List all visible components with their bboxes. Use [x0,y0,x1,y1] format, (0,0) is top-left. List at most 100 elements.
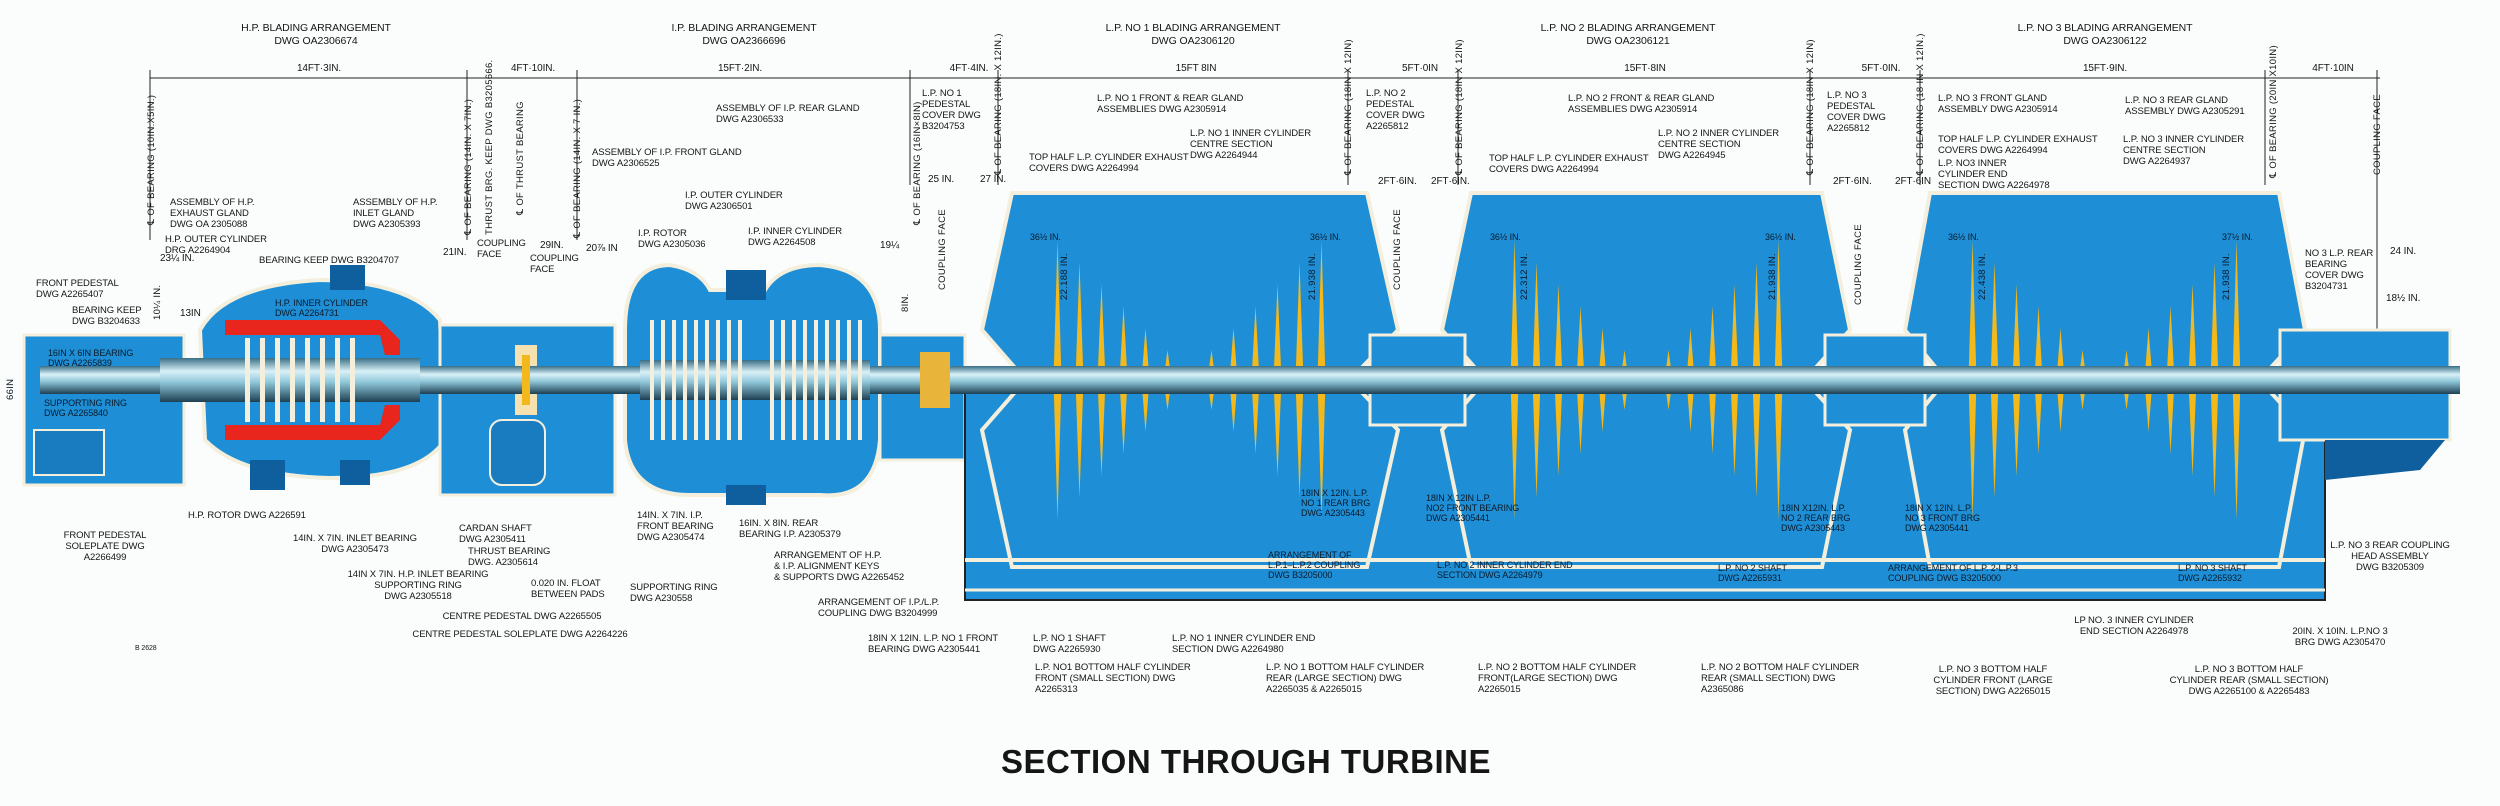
callout-inlet-bearing: 14in. x 7in. INLET BEARING DWG A2305473 [293,533,417,555]
callout-lp2-exhaust-covers: TOP HALF L.P. CYLINDER EXHAUST COVERS DW… [1489,153,1649,175]
blade [2210,380,2219,498]
callout-ip-front-bearing: 14in. x 7in. I.P. FRONT BEARING DWG A230… [637,510,714,543]
label-front-bearing: 16in x 6in BEARING DWG A2265839 [48,348,134,368]
callout-supporting-ring: SUPPORTING RING DWG A230558 [630,582,718,604]
blade [1510,380,1519,520]
ip-blade [672,320,676,440]
label-lp3-shaft: L.P. No 3 SHAFT DWG A2265932 [2178,563,2247,583]
blade [2166,306,2175,380]
dimension-label: 5ft·0in [1402,63,1438,74]
ip-blade [650,320,654,440]
ip-blade [814,320,818,440]
callout-rear-coupling-head: L.P. No 3 REAR COUPLING HEAD ASSEMBLY DW… [2330,540,2450,573]
callout-coupling-face: COUPLING FACE [530,253,579,275]
bearing-centreline-label: ℄ OF BEARING (14in. x 7in.) [463,98,474,235]
callout-inlet-supporting-ring: 14in x 7in. H.P. INLET BEARING SUPPORTIN… [347,569,489,602]
blade [1990,380,1999,498]
label-lp2-inner-end: L.P. No 2 INNER CYLINDER END SECTION DWG… [1437,560,1573,580]
dimension-label: 25 in. [928,174,955,185]
callout-lp3-bottom-front: L.P. No 3 BOTTOM HALF CYLINDER FRONT (LA… [1933,664,2053,697]
callout-lp1-exhaust-covers: TOP HALF L.P. CYLINDER EXHAUST COVERS DW… [1029,152,1189,174]
dimension-label: 15ft·2in. [717,63,763,74]
inner-dimension: 21.938 in. [1307,253,1318,300]
callout-lp3-inner-cylinder: L.P. No 3 INNER CYLINDER CENTRE SECTION … [2123,134,2244,167]
ip-blade [792,320,796,440]
blade [1990,262,1999,380]
blade [1295,380,1304,498]
lp-base [964,379,2326,601]
inner-dimension: 36½ in. [1765,232,1796,242]
callout-ip-rear-bearing: 16in. x 8in. REAR BEARING I.P. A2305379 [739,518,841,540]
lp3-blading-header: L.P. No 3 BLADING ARRANGEMENT DWG OA2306… [2017,22,2193,47]
dimension-label: 13in [180,308,201,319]
drawing-reference: B 2628 [135,645,157,652]
inner-dimension: 37½ in. [2222,232,2253,242]
callout-coupling-face: COUPLING FACE [477,238,526,260]
coupling-face-label: COUPLING FACE [2372,94,2383,175]
callout-lp3-front-gland: L.P. No 3 FRONT GLAND ASSEMBLY DWG A2305… [1938,93,2058,115]
hp-blade [245,338,250,422]
label-hp-inner-cylinder: H.P. INNER CYLINDER DWG A2264731 [275,298,368,318]
ip-blade [683,320,687,440]
ip-blade [661,320,665,440]
dimension-label: 15ft 8in [1175,63,1217,74]
callout-lp3-inner-end-section: LP No. 3 INNER CYLINDER END SECTION A226… [2074,615,2194,637]
blade [1295,262,1304,380]
callout-front-pedestal: FRONT PEDESTAL DWG A2265407 [36,278,119,300]
blade [1708,306,1717,380]
callout-ip-outer-cylinder: I.P. OUTER CYLINDER DWG A2306501 [685,190,783,212]
ip-lp-coupling [920,352,950,408]
blade [1774,240,1783,380]
hp-blade [335,338,340,422]
blade [1273,380,1282,476]
ip-blading-header: I.P. BLADING ARRANGEMENT DWG OA2366696 [671,22,817,47]
ip-blade [770,320,774,440]
callout-lp1-glands: L.P. No 1 FRONT & REAR GLAND ASSEMBLIES … [1097,93,1244,115]
bearing-centreline-label: ℄ OF BEARING (18in x 12in) [1805,39,1816,175]
callout-lp1-front-bearing: 18in x 12in. L.P. No 1 FRONT BEARING DWG… [868,633,999,655]
callout-ip-front-gland: ASSEMBLY OF I.P. FRONT GLAND DWG A230652… [592,147,742,169]
lp2-blading-header: L.P. No 2 BLADING ARRANGEMENT DWG OA2306… [1540,22,1716,47]
blade [1968,380,1977,520]
dimension-label: 21in. [443,247,467,258]
dimension-label: 15ft·9in. [2082,63,2128,74]
callout-alignment-keys: ARRANGEMENT OF H.P. & I.P. ALIGNMENT KEY… [774,550,905,583]
blade [1273,284,1282,380]
dimension-label: 24 in. [2390,246,2417,257]
inner-dimension: 36½ in. [1948,232,1979,242]
label-supporting-ring: SUPPORTING RING DWG A2265840 [44,398,127,418]
ip-blade [847,320,851,440]
ip-blade [694,320,698,440]
blade [2012,284,2021,380]
callout-hp-outer-cylinder: H.P. OUTER CYLINDER DRG A2264904 [165,234,267,256]
label-lp1-rear-brg: 18in x 12in. L.P. No 1 REAR BRG DWG A230… [1301,488,1371,518]
cardan-shaft [522,355,530,405]
callout-lp2-bottom-front: L.P. No 2 BOTTOM HALF CYLINDER FRONT(LAR… [1478,662,1637,695]
ip-blade [781,320,785,440]
blade [1774,380,1783,520]
coupling-face-label: COUPLING FACE [937,209,948,290]
hp-blade [275,338,280,422]
blade [1554,284,1563,380]
callout-thrust-bearing: THRUST BEARING DWG. A2305614 [468,546,551,568]
callout-lp3-pedestal-cover: L.P. No 3 PEDESTAL COVER DWG A2265812 [1827,90,1886,134]
dimension-label: 4ft·10in. [510,63,556,74]
ip-blade [716,320,720,440]
inner-dimension: 36½ in. [1310,232,1341,242]
callout-lp3-bearing: 20in. x 10in. L.P.No 3 BRG DWG A2305470 [2292,626,2388,648]
inner-dimension: 21.938 in. [1767,253,1778,300]
callout-lp1-bottom-rear: L.P. No 1 BOTTOM HALF CYLINDER REAR (LAR… [1266,662,1425,695]
blade [1510,240,1519,380]
blade [1075,262,1084,380]
blade [2034,380,2043,454]
thrust-keep-label: THRUST BRG. KEEP DWG B3205666. [484,59,495,236]
blade [2188,284,2197,380]
blade [1576,380,1585,454]
blade [1730,284,1739,380]
dimension-label: 20⅞ in [586,243,618,254]
callout-lp1-inner-cylinder: L.P. No 1 INNER CYLINDER CENTRE SECTION … [1190,128,1311,161]
label-lp2-rear-brg: 18in x12in. L.P. No 2 REAR BRG DWG A2305… [1781,503,1851,533]
callout-bearing-keep: BEARING KEEP DWG B3204707 [259,255,399,266]
callout-centre-soleplate: CENTRE PEDESTAL SOLEPLATE DWG A2264226 [412,629,628,640]
